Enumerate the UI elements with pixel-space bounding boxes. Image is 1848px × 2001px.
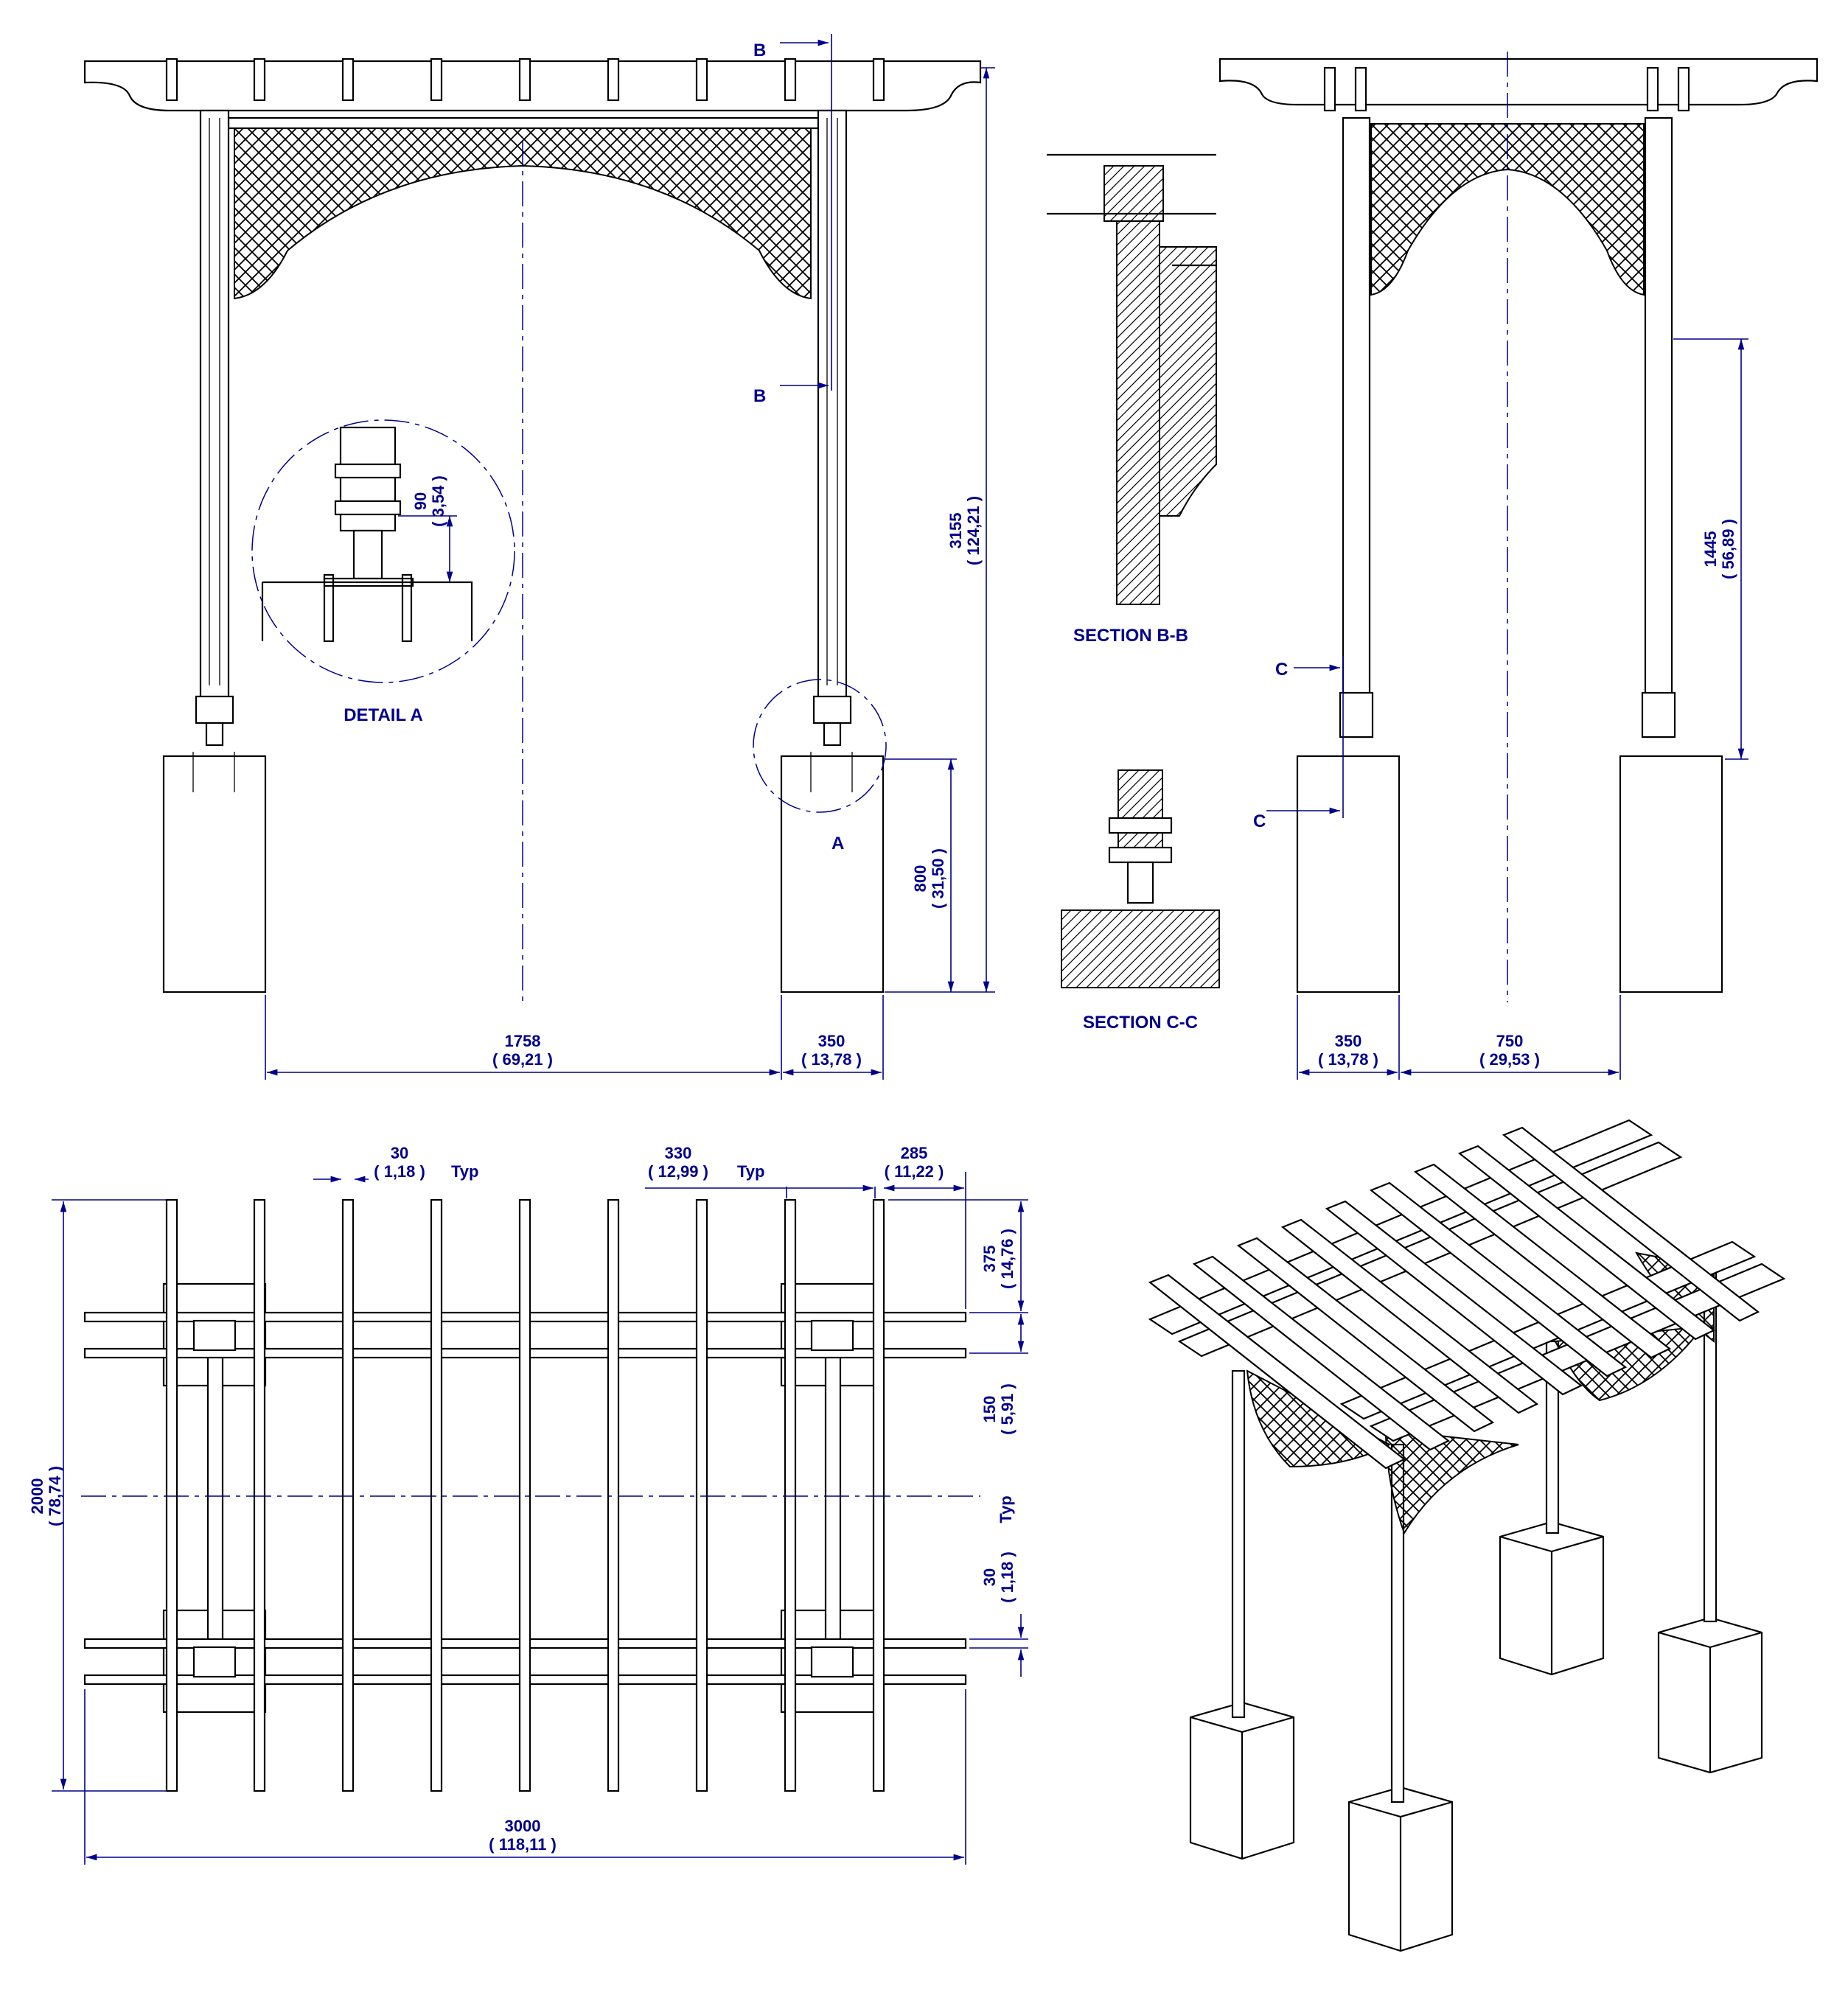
section-b-marker-top: B [753,41,766,60]
iso-rafters [1148,1126,1760,1470]
section-b-b-title: SECTION B-B [1073,626,1188,646]
plan-dim-length-in: ( 118,11 ) [489,1835,557,1854]
front-view: A B B 3155 ( 124,21 ) 800 ( 31,50 ) 1758… [83,34,995,1080]
front-top-beam [83,60,982,112]
side-dim-post-in: ( 56,89 ) [1719,519,1737,579]
plan-dim-beam-w-note: Typ [997,1495,1015,1523]
plan-dim-top-off-in: ( 14,76 ) [998,1229,1017,1289]
front-post-right [817,109,848,702]
detail-a-dim-in: ( 3,54 ) [429,475,447,527]
plan-dim-beam-w-in: ( 1,18 ) [998,1551,1017,1603]
detail-a: 90 ( 3,54 ) DETAIL A [251,419,515,725]
plan-dim-rafter-w-mm: 30 [391,1144,408,1162]
plan-dim-rafter-sp-note: Typ [737,1162,764,1181]
plan-dim-rafter-w-in: ( 1,18 ) [374,1162,425,1181]
detail-a-marker: A [831,834,844,853]
plan-view: 30 ( 1,18 ) Typ 330 ( 12,99 ) Typ 285 ( … [28,1144,1028,1865]
plan-dim-rafter-w-note: Typ [451,1162,478,1181]
section-c-c-title: SECTION C-C [1083,1013,1198,1033]
plan-dim-beam-w-mm: 30 [980,1568,999,1586]
side-dim-post-mm: 1445 [1701,531,1720,568]
side-dim-gap-mm: 750 [1496,1032,1524,1050]
dim-span-mm: 1758 [505,1032,541,1050]
dim-height-mm: 3155 [946,513,965,549]
plan-dim-top-off-mm: 375 [980,1246,999,1273]
isometric-view [1148,1119,1786,1952]
section-b-marker-bottom: B [753,386,766,406]
front-rafter-ends [165,57,885,102]
side-view: C C 1445 ( 56,89 ) 350 ( 13,78 ) 750 ( 2… [1218,52,1819,1080]
plan-dim-overhang-in: ( 11,22 ) [885,1162,944,1181]
plan-dim-depth-mm: 2000 [28,1478,46,1515]
dim-footing-width-in: ( 13,78 ) [801,1050,862,1069]
front-footing-left [162,755,267,993]
side-top-beam [1218,57,1819,106]
plan-dim-rafter-sp-mm: 330 [665,1144,692,1162]
front-post-left [199,109,230,702]
section-c-c: SECTION C-C [1061,769,1220,1033]
side-dim-footing-mm: 350 [1335,1032,1362,1050]
front-footing-right [780,755,885,993]
dim-footing-height-mm: 800 [911,865,930,893]
dim-footing-width-mm: 350 [818,1032,845,1050]
section-c-marker-bottom: C [1253,811,1266,831]
plan-rafters [165,1198,885,1792]
detail-a-title: DETAIL A [344,705,423,725]
detail-a-callout [753,679,887,813]
side-dim-gap-in: ( 29,53 ) [1479,1050,1540,1069]
section-b-b: SECTION B-B [1047,153,1217,646]
front-lattice-arch [234,123,812,300]
side-lattice-arch [1370,123,1645,296]
detail-a-dim-mm: 90 [411,492,430,510]
plan-dim-rafter-sp-in: ( 12,99 ) [648,1162,708,1181]
plan-dim-depth-in: ( 78,74 ) [46,1466,64,1526]
side-dim-footing-in: ( 13,78 ) [1318,1050,1378,1069]
dim-span-in: ( 69,21 ) [492,1050,553,1069]
dim-footing-height-in: ( 31,50 ) [929,848,947,909]
plan-dim-overhang-mm: 285 [901,1144,928,1162]
plan-dim-length-mm: 3000 [505,1817,541,1835]
plan-dim-beam-gap-in: ( 5,91 ) [998,1383,1017,1435]
plan-dim-beam-gap-mm: 150 [980,1396,999,1423]
dim-height-in: ( 124,21 ) [964,496,983,565]
section-c-marker-top: C [1275,660,1288,680]
